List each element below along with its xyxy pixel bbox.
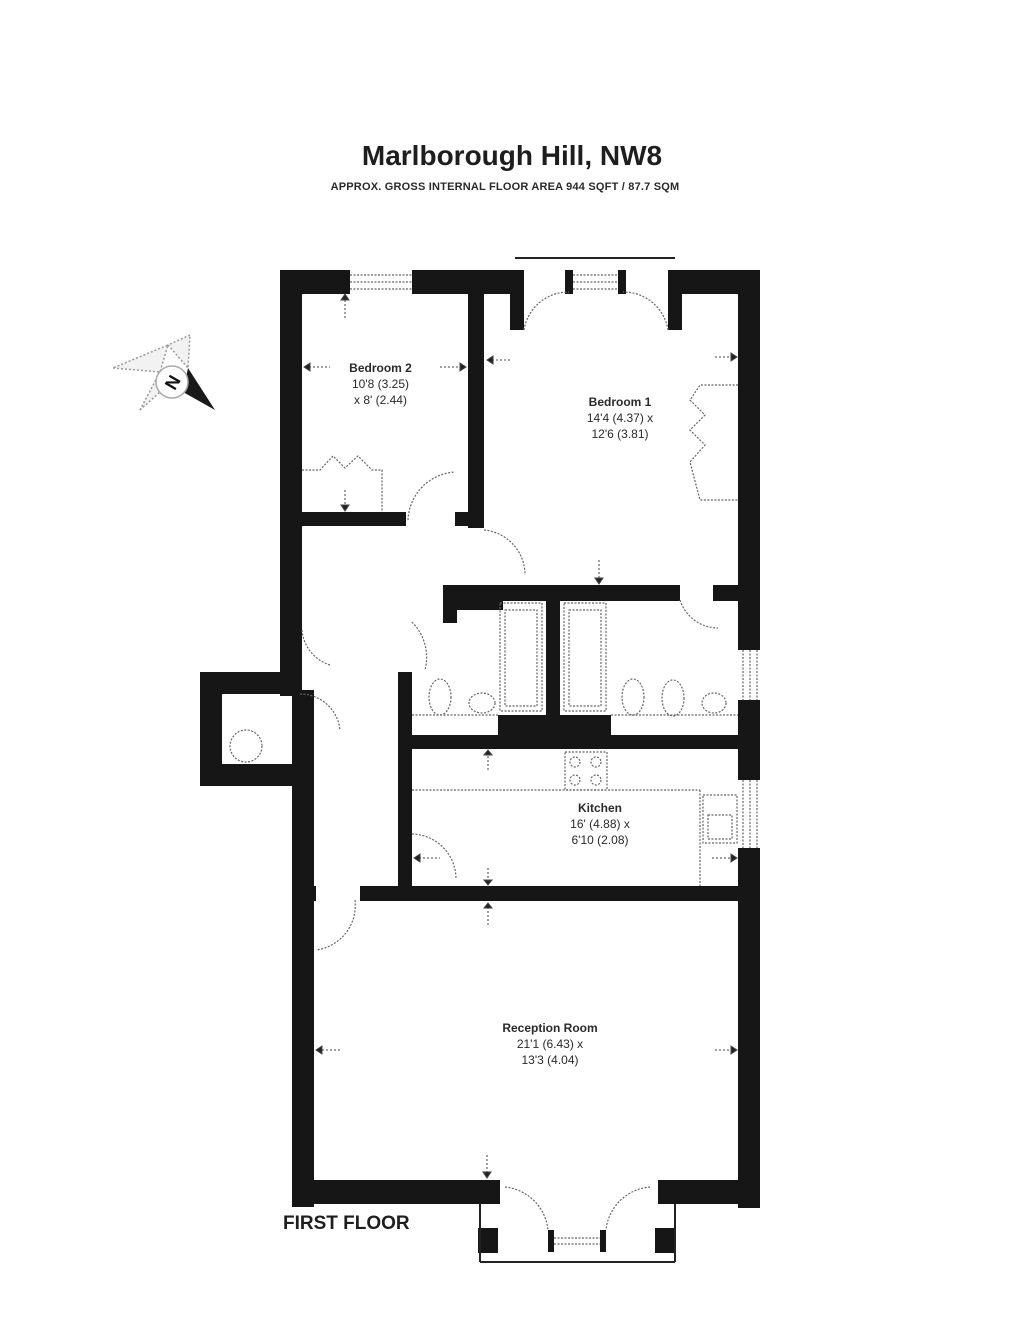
fixtures: [229, 257, 758, 1263]
room-dimension: 21'1 (6.43) x: [516, 1037, 584, 1051]
north-compass-icon: N: [112, 333, 215, 411]
room-bedroom-1: Bedroom 1 14'4 (4.37) x 12'6 (3.81): [550, 394, 690, 442]
room-name: Bedroom 1: [588, 395, 652, 409]
room-reception: Reception Room 21'1 (6.43) x 13'3 (4.04): [455, 1020, 645, 1068]
room-dimension: 16' (4.88) x: [570, 817, 630, 831]
floor-area-subtitle: APPROX. GROSS INTERNAL FLOOR AREA 944 SQ…: [330, 181, 680, 193]
room-name: Kitchen: [577, 801, 622, 815]
room-dimension: 14'4 (4.37) x: [586, 411, 654, 425]
room-dimension: 13'3 (4.04): [521, 1053, 579, 1067]
floor-label: FIRST FLOOR: [283, 1213, 410, 1234]
room-dimension: 12'6 (3.81): [591, 427, 649, 441]
plan-title: Marlborough Hill, NW8: [361, 140, 663, 171]
room-kitchen: Kitchen 16' (4.88) x 6'10 (2.08): [530, 800, 670, 848]
room-name: Reception Room: [502, 1021, 598, 1035]
room-dimension: 6'10 (2.08): [571, 833, 629, 847]
room-dimension: 10'8 (3.25): [352, 377, 409, 391]
walls: [200, 270, 760, 1253]
dimension-arrows: [303, 293, 738, 1179]
room-bedroom-2: Bedroom 2 10'8 (3.25) x 8' (2.44): [318, 360, 443, 408]
room-name: Bedroom 2: [349, 361, 412, 375]
room-dimension: x 8' (2.44): [354, 393, 407, 407]
